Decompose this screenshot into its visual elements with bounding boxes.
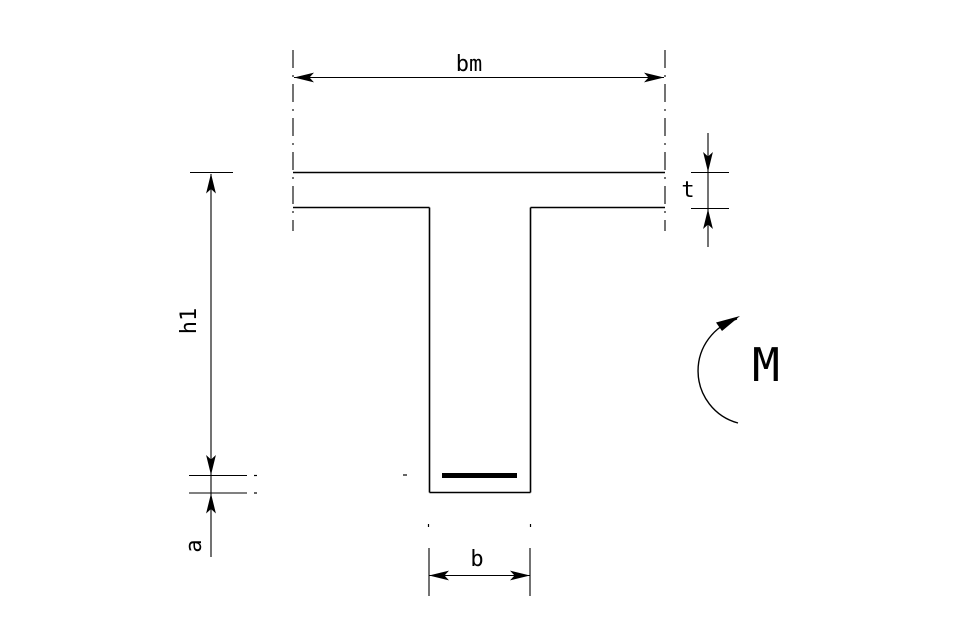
h1-label: h1 [177,308,202,335]
moment-symbol: M [697,316,780,424]
moment-label: M [752,338,780,392]
dimension-a: a [182,493,216,553]
b-label: b [470,547,483,572]
dimension-bm: bm [294,52,664,83]
a-up-arrow-icon [206,493,216,514]
bm-right-arrow-icon [644,72,664,83]
t-label: t [681,178,694,203]
dimension-h1: h1 [177,171,247,557]
a-label: a [182,539,207,552]
bm-label: bm [456,52,483,77]
flange-edge-centerlines [292,50,666,231]
b-right-arrow-icon [510,570,530,581]
moment-arc [697,318,739,424]
moment-arrow-icon [716,316,740,331]
h1-up-arrow-icon [206,173,216,194]
extension-line-dots [254,474,532,527]
t-down-arrow-icon [703,152,713,172]
t-up-arrow-icon [703,209,713,229]
b-left-arrow-icon [429,570,449,581]
t-beam-outline [293,171,665,494]
h1-down-arrow-icon [206,455,216,475]
bm-left-arrow-icon [294,72,314,83]
dimension-b: b [428,547,531,596]
dimension-t: t [681,133,729,247]
